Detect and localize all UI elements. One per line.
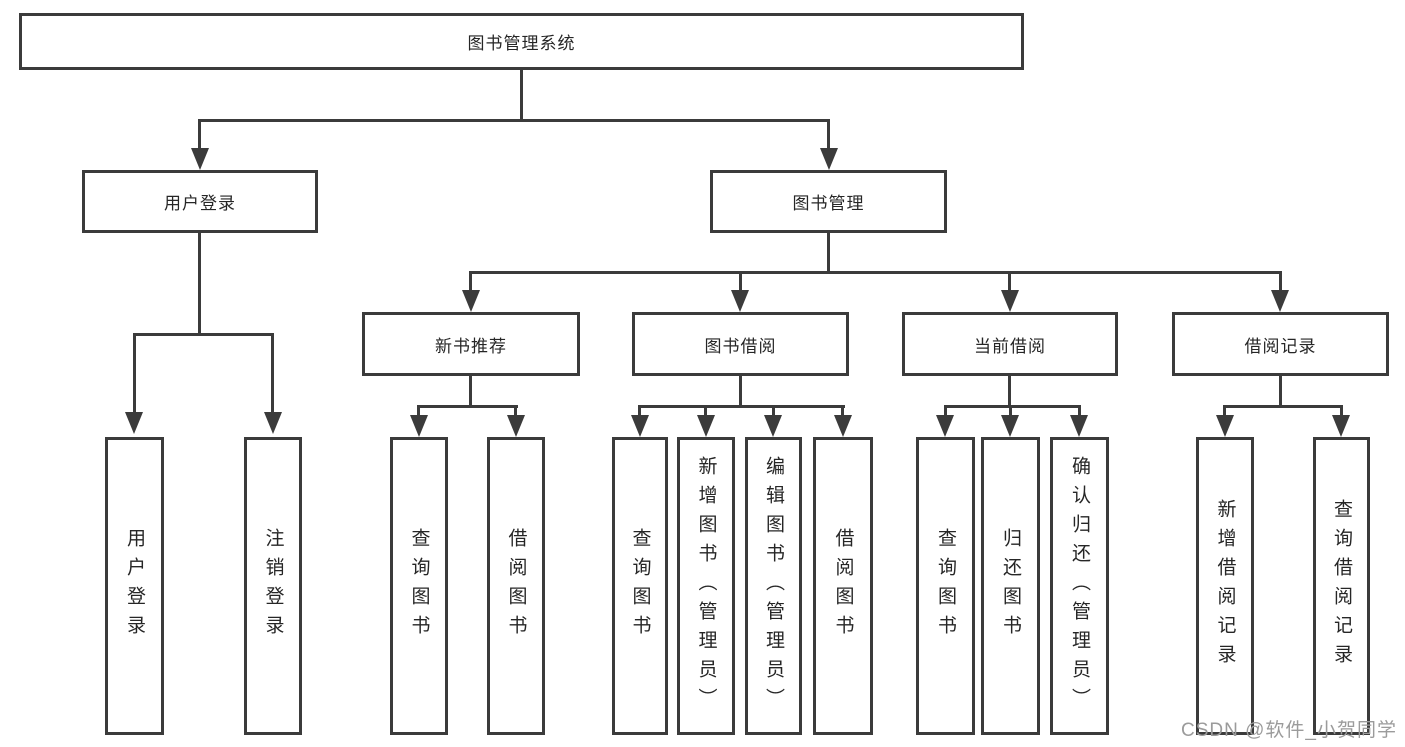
- node-current-borrow: 当前借阅: [902, 312, 1118, 376]
- arrowhead-down-icon: [191, 148, 209, 170]
- connector-leaf: [1009, 405, 1012, 417]
- node-new-book-recommend: 新书推荐: [362, 312, 580, 376]
- connector-borrow-records-branch: [1223, 405, 1342, 408]
- leaf-return-books: 归还图书: [981, 437, 1040, 735]
- connector-current-borrow-branch: [944, 405, 1081, 408]
- leaf-label: 编辑图书（管理员）: [763, 455, 784, 717]
- leaf-label: 新增借阅记录: [1214, 499, 1236, 673]
- leaf-label: 新增图书（管理员）: [695, 455, 717, 717]
- node-current-borrow-label: 当前借阅: [974, 336, 1046, 356]
- connector-current-borrow-stub: [1008, 375, 1011, 407]
- arrowhead-down-icon: [834, 415, 852, 437]
- connector-new-book-stub: [469, 375, 472, 407]
- connector-new-book-branch: [417, 405, 518, 408]
- connector-borrow-records-stub: [1279, 375, 1282, 407]
- leaf-borrow-books: 借阅图书: [813, 437, 873, 735]
- arrowhead-down-icon: [462, 290, 480, 312]
- arrowhead-down-icon: [264, 412, 282, 434]
- arrowhead-down-icon: [1001, 290, 1019, 312]
- arrowhead-down-icon: [125, 412, 143, 434]
- leaf-user-login-label: 用户登录: [124, 528, 145, 644]
- connector-to-user-login: [198, 119, 201, 150]
- leaf-label: 查询图书: [408, 528, 430, 644]
- node-book-borrow-label: 图书借阅: [704, 336, 777, 356]
- leaf-logout: 注销登录: [244, 437, 302, 735]
- arrowhead-down-icon: [764, 415, 782, 437]
- arrowhead-down-icon: [731, 290, 749, 312]
- node-user-login: 用户登录: [82, 170, 318, 233]
- leaf-confirm-return-admin: 确认归还（管理员）: [1050, 437, 1109, 735]
- node-root-system: 图书管理系统: [19, 13, 1024, 70]
- node-borrow-records-label: 借阅记录: [1244, 336, 1317, 356]
- connector-leaf: [944, 405, 947, 417]
- connector-to-current-borrow: [1008, 271, 1011, 292]
- leaf-borrow-books-recommend: 借阅图书: [487, 437, 545, 735]
- connector-leaf: [1340, 405, 1343, 417]
- arrowhead-down-icon: [820, 148, 838, 170]
- connector-user-login-branch: [133, 333, 274, 336]
- connector-root-stub: [520, 67, 523, 121]
- csdn-watermark: CSDN @软件_小贺同学: [1181, 720, 1397, 741]
- leaf-query-books-current: 查询图书: [916, 437, 975, 735]
- connector-to-leaf-logout: [271, 333, 274, 412]
- connector-to-new-book: [469, 271, 472, 292]
- leaf-label: 查询借阅记录: [1331, 499, 1352, 673]
- arrowhead-down-icon: [936, 415, 954, 437]
- leaf-label: 查询图书: [629, 528, 651, 644]
- leaf-label: 归还图书: [1000, 528, 1021, 644]
- leaf-add-books-admin: 新增图书（管理员）: [677, 437, 735, 735]
- node-book-borrow: 图书借阅: [632, 312, 849, 376]
- arrowhead-down-icon: [1271, 290, 1289, 312]
- node-book-management-label: 图书管理: [792, 194, 865, 213]
- node-borrow-records: 借阅记录: [1172, 312, 1389, 376]
- connector-leaf: [1078, 405, 1081, 417]
- connector-book-mgmt-branch: [469, 271, 1282, 274]
- leaf-user-login: 用户登录: [105, 437, 164, 735]
- node-new-book-recommend-label: 新书推荐: [435, 336, 507, 356]
- connector-to-book-mgmt: [827, 119, 830, 150]
- leaf-query-books-borrow: 查询图书: [612, 437, 668, 735]
- leaf-label: 查询图书: [935, 528, 956, 644]
- node-root-label: 图书管理系统: [467, 34, 576, 53]
- connector-leaf: [514, 405, 517, 417]
- leaf-logout-label: 注销登录: [262, 528, 284, 644]
- arrowhead-down-icon: [507, 415, 525, 437]
- leaf-label: 确认归还（管理员）: [1069, 455, 1090, 717]
- connector-book-mgmt-stub: [827, 232, 830, 273]
- connector-leaf: [772, 405, 775, 417]
- connector-leaf: [638, 405, 641, 417]
- arrowhead-down-icon: [1332, 415, 1350, 437]
- connector-root-branch: [198, 119, 830, 122]
- arrowhead-down-icon: [1216, 415, 1234, 437]
- connector-leaf: [704, 405, 707, 417]
- connector-user-login-stub: [198, 232, 201, 336]
- leaf-query-books-recommend: 查询图书: [390, 437, 448, 735]
- connector-book-borrow-branch: [638, 405, 845, 408]
- arrowhead-down-icon: [1001, 415, 1019, 437]
- leaf-edit-books-admin: 编辑图书（管理员）: [745, 437, 802, 735]
- leaf-label: 借阅图书: [832, 528, 854, 644]
- arrowhead-down-icon: [631, 415, 649, 437]
- connector-leaf: [841, 405, 844, 417]
- leaf-query-borrow-record: 查询借阅记录: [1313, 437, 1370, 735]
- connector-leaf: [1223, 405, 1226, 417]
- arrowhead-down-icon: [1070, 415, 1088, 437]
- node-user-login-label: 用户登录: [164, 194, 236, 213]
- leaf-label: 借阅图书: [505, 528, 527, 644]
- connector-to-leaf-login: [133, 333, 136, 412]
- connector-book-borrow-stub: [739, 375, 742, 407]
- connector-to-book-borrow: [739, 271, 742, 292]
- leaf-add-borrow-record: 新增借阅记录: [1196, 437, 1254, 735]
- node-book-management: 图书管理: [710, 170, 947, 233]
- arrowhead-down-icon: [697, 415, 715, 437]
- connector-leaf: [417, 405, 420, 417]
- arrowhead-down-icon: [410, 415, 428, 437]
- connector-to-borrow-records: [1279, 271, 1282, 292]
